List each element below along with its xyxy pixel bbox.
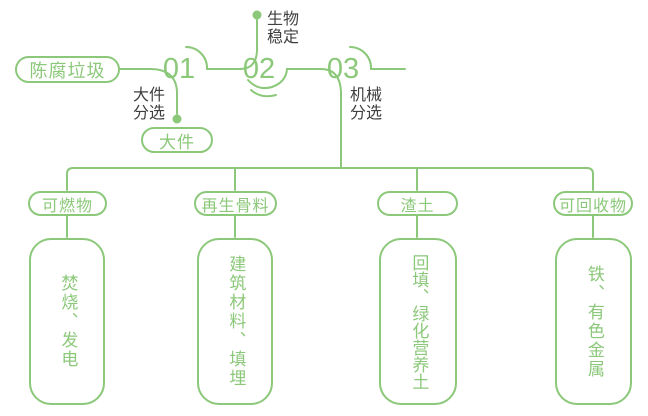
step02-lower-arc (250, 89, 277, 98)
category-pill-recycled-aggregate: 再生骨料 (194, 191, 277, 216)
step-01-number: 01 (162, 53, 196, 85)
distribution-bar (66, 167, 594, 191)
step01-arc (185, 45, 209, 70)
connector-step02-to-step03 (247, 68, 322, 90)
result-box-slag-soil: 回填、绿化营养土 (379, 238, 457, 405)
bulky-output-label: 大件 (159, 132, 195, 152)
result-text: 建筑材料、填埋 (226, 255, 246, 388)
result-text: 焚烧、发电 (58, 274, 78, 369)
category-pill-slag-soil: 渣土 (377, 191, 458, 216)
result-box-combustibles: 焚烧、发电 (29, 238, 105, 405)
connector-step02-up (239, 19, 258, 70)
step03-arc (349, 45, 373, 70)
bulky-output-pill: 大件 (141, 127, 213, 153)
step-03-number: 03 (326, 53, 360, 85)
bio-stabilization-dot (252, 10, 262, 20)
step-03-process-label: 机械分选 (350, 87, 383, 122)
result-text: 回填、绿化营养土 (409, 253, 429, 390)
category-pill-recyclables: 可回收物 (553, 191, 633, 216)
category-label: 可回收物 (558, 197, 627, 215)
result-text: 铁、有色金属 (584, 264, 604, 379)
result-box-recycled-aggregate: 建筑材料、填埋 (197, 238, 273, 405)
bulky-drop-dot (172, 114, 182, 124)
result-box-recyclables: 铁、有色金属 (555, 238, 632, 405)
category-label: 可燃物 (41, 197, 93, 215)
category-label: 渣土 (400, 197, 435, 215)
step-01-process-label: 大件分选 (133, 87, 166, 122)
category-label: 再生骨料 (201, 197, 270, 215)
connector-step03-down (320, 68, 342, 169)
category-pill-combustibles: 可燃物 (28, 191, 107, 216)
source-pill: 陈腐垃圾 (15, 56, 120, 83)
step-02-process-label: 生物稳定 (267, 11, 300, 46)
source-label: 陈腐垃圾 (29, 60, 106, 81)
step-02-number: 02 (242, 53, 276, 85)
connector-source-to-bulky-drop (119, 68, 178, 115)
